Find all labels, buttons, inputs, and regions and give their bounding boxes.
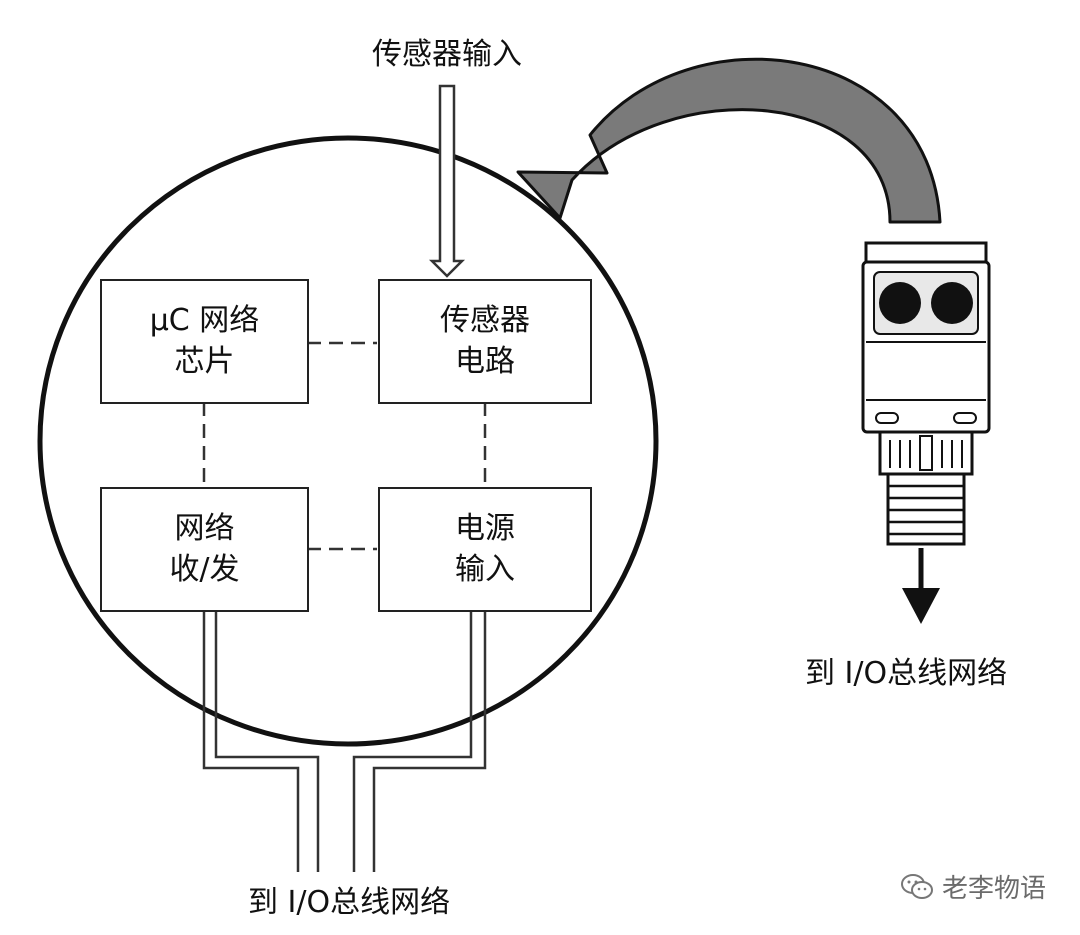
block-power-input: 电源 输入 — [378, 487, 592, 612]
wechat-icon — [900, 873, 933, 899]
watermark: 老李物语 — [900, 868, 1046, 905]
bus-wires — [202, 610, 487, 872]
zoom-circle — [37, 135, 659, 747]
sensor-input-arrow — [428, 84, 466, 278]
block-power-input-line1: 电源 — [455, 511, 515, 546]
block-sensor-circuit-line2: 电路 — [455, 343, 515, 379]
block-network-transceiver-line1: 网络 — [174, 511, 235, 546]
sensor-device — [861, 241, 991, 624]
bus-label-right: 到 I/O总线网络 — [805, 656, 1008, 691]
block-uc-network-chip: μC 网络 芯片 — [100, 279, 309, 404]
down-arrow-icon — [902, 588, 940, 624]
curved-zoom-arrow — [516, 57, 942, 224]
block-network-transceiver-line2: 收/发 — [169, 551, 240, 587]
dashed-connectors — [202, 341, 487, 551]
block-uc-network-chip-line1: μC 网络 — [149, 303, 260, 338]
block-network-transceiver: 网络 收/发 — [100, 487, 309, 612]
block-sensor-circuit: 传感器 电路 — [378, 279, 592, 404]
block-uc-network-chip-line2: 芯片 — [174, 343, 235, 379]
sensor-input-label: 传感器输入 — [372, 37, 522, 72]
watermark-text: 老李物语 — [941, 874, 1046, 904]
bus-label-bottom: 到 I/O总线网络 — [248, 885, 451, 920]
block-sensor-circuit-line1: 传感器 — [440, 303, 530, 338]
block-power-input-line2: 输入 — [455, 551, 515, 587]
